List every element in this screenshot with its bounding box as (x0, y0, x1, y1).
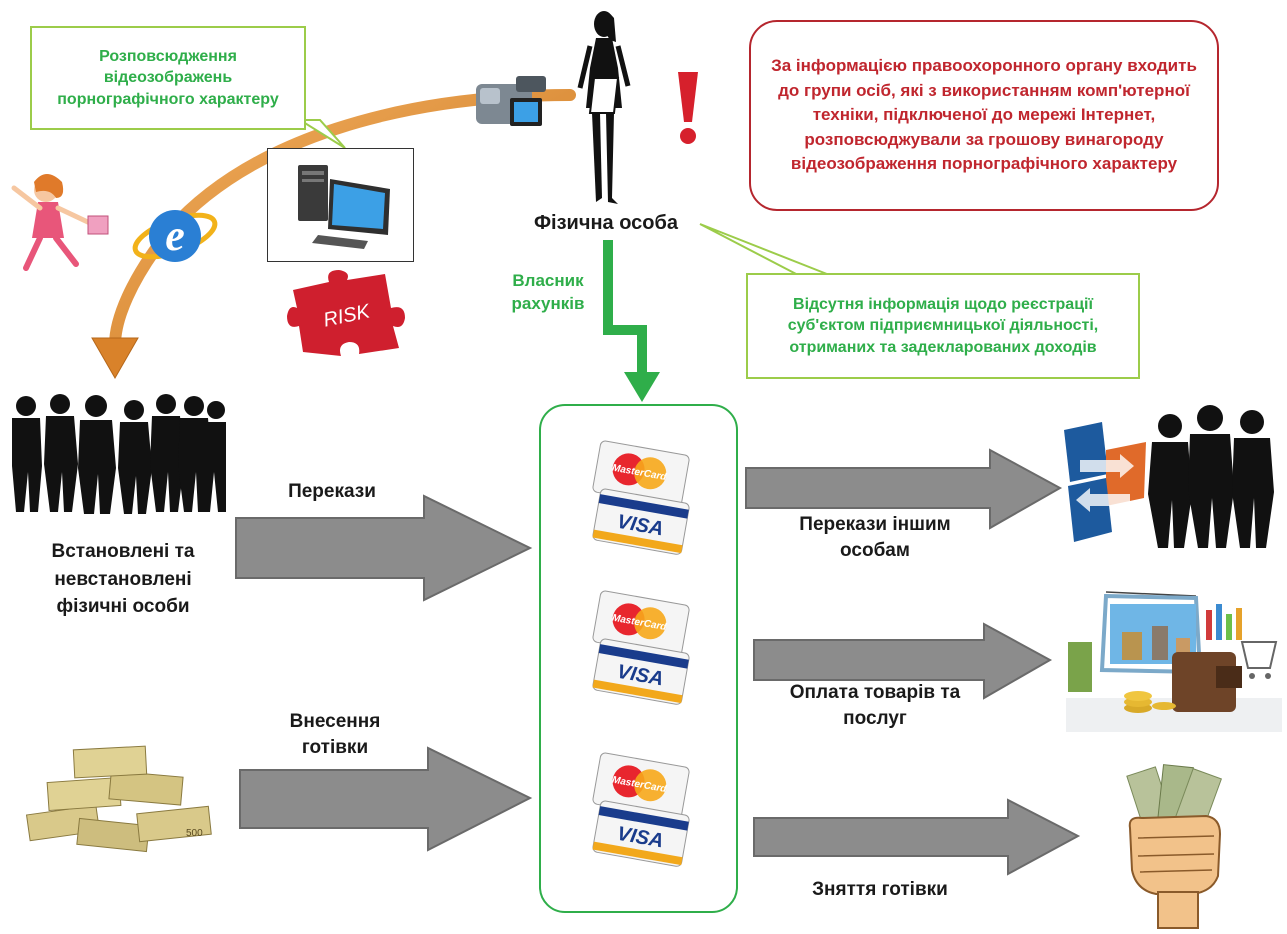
risk-puzzle-icon: RISK (287, 270, 405, 356)
girl-cartoon-icon (11, 174, 109, 271)
transfers-others-arrow (745, 448, 1063, 530)
law-enforcement-callout-text: За інформацією правоохоронного органу вх… (771, 55, 1197, 174)
banknote-value-text: 500 (186, 828, 203, 839)
money-transfer-icon (1064, 422, 1146, 542)
video-camera-icon (476, 76, 546, 126)
withdrawal-arrow (753, 798, 1081, 876)
law-enforcement-callout: За інформацією правоохоронного органу вх… (749, 20, 1219, 211)
transfers-label: Перекази (288, 481, 376, 502)
computer-image-frame (267, 148, 414, 262)
exclamation-icon (678, 72, 698, 144)
no-registration-callout-text: Відсутня інформація щодо реєстрації суб'… (787, 295, 1099, 356)
account-owner-label: Власник рахунків (511, 271, 585, 313)
card-pair-1: MasterCard VISA (592, 440, 690, 555)
people-right-silhouette-icon (1148, 405, 1274, 548)
persons-label: Встановлені та невстановлені фізичні осо… (51, 541, 195, 618)
transfers-arrow (235, 494, 533, 602)
fist-with-money-icon (1126, 764, 1222, 929)
computer-icon (298, 165, 390, 249)
cash-deposit-label: Внесення готівки (289, 711, 381, 758)
woman-silhouette-icon (577, 11, 631, 204)
people-group-silhouette-icon (12, 394, 226, 514)
internet-browser-icon: e (132, 210, 218, 262)
distribution-callout: Розповсюдження відеозображень порнографі… (30, 26, 306, 130)
shopping-illustration-icon (1066, 591, 1282, 732)
distribution-callout-text: Розповсюдження відеозображень порнографі… (57, 47, 279, 108)
svg-text:e: e (165, 211, 185, 260)
transfers-others-label: Перекази іншим особам (799, 514, 951, 561)
payment-label: Оплата товарів та послуг (789, 682, 961, 729)
individual-label: Фізична особа (533, 212, 678, 234)
payment-arrow (753, 622, 1053, 700)
card-pair-2: MasterCard VISA (592, 590, 690, 705)
cash-deposit-arrow (239, 746, 533, 852)
card-pair-3: MasterCard VISA (592, 752, 690, 867)
no-registration-callout: Відсутня інформація щодо реєстрації суб'… (746, 273, 1140, 379)
withdrawal-label: Зняття готівки (812, 879, 948, 900)
money-stack-icon: 500 (25, 745, 212, 853)
